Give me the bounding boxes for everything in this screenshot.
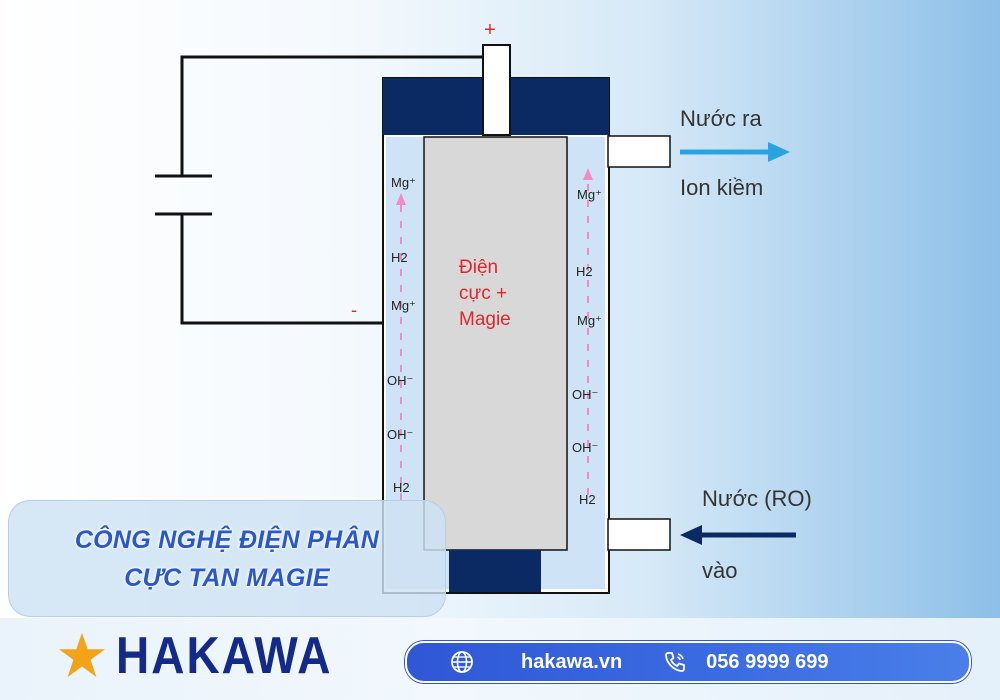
outlet-label-line1: Nước ra <box>680 106 762 131</box>
bottom-plug <box>449 550 541 592</box>
outlet-pipe <box>607 135 671 168</box>
negative-wire <box>180 214 385 325</box>
electrode-label-line2: cực + <box>459 283 507 304</box>
right-ion-2: H2 <box>576 264 593 279</box>
left-ion-2: H2 <box>391 250 408 265</box>
electrode-label-line1: Điện <box>459 257 498 278</box>
right-ion-4: OH⁻ <box>572 387 598 402</box>
right-ion-5: OH⁻ <box>572 440 598 455</box>
phone-icon <box>662 649 688 675</box>
contact-pill: hakawa.vn 056 9999 699 <box>405 641 971 683</box>
brand-name: HAKAWA <box>116 625 333 685</box>
outlet-label-line2: Ion kiềm <box>680 175 763 200</box>
globe-icon <box>449 649 475 675</box>
negative-sign: - <box>351 300 357 320</box>
phone-number[interactable]: 056 9999 699 <box>706 650 829 673</box>
inlet-arrow-head <box>680 525 702 545</box>
outlet-arrow-head <box>768 142 790 162</box>
positive-sign: + <box>484 19 496 41</box>
right-channel <box>567 137 605 589</box>
positive-wire <box>180 55 483 175</box>
right-ion-1: Mg⁺ <box>577 187 602 202</box>
magnesium-electrode <box>423 136 568 551</box>
left-ion-1: Mg⁺ <box>391 175 416 190</box>
right-ion-3: Mg⁺ <box>577 313 602 328</box>
left-ion-arrowhead <box>396 193 406 205</box>
inlet-label-line1: Nước (RO) <box>702 486 812 511</box>
website-link[interactable]: hakawa.vn <box>521 650 623 673</box>
title-line-1: CÔNG NGHỆ ĐIỆN PHÂN <box>74 525 380 554</box>
left-ion-5: OH⁻ <box>387 427 413 442</box>
title-line-2: CỰC TAN MAGIE <box>124 563 330 592</box>
top-terminal <box>482 44 511 136</box>
left-ion-6: H2 <box>393 480 410 495</box>
electrode-label-line3: Magie <box>459 309 511 330</box>
star-icon <box>58 632 106 678</box>
inlet-pipe <box>607 518 671 551</box>
right-ion-6: H2 <box>579 492 596 507</box>
inlet-label-line2: vào <box>702 558 737 583</box>
brand-logo[interactable]: HAKAWA <box>58 625 333 685</box>
left-ion-3: Mg⁺ <box>391 298 416 313</box>
title-box: CÔNG NGHỆ ĐIỆN PHÂN CỰC TAN MAGIE <box>8 500 446 617</box>
right-ion-arrowhead <box>583 168 593 180</box>
left-ion-4: OH⁻ <box>387 373 413 388</box>
